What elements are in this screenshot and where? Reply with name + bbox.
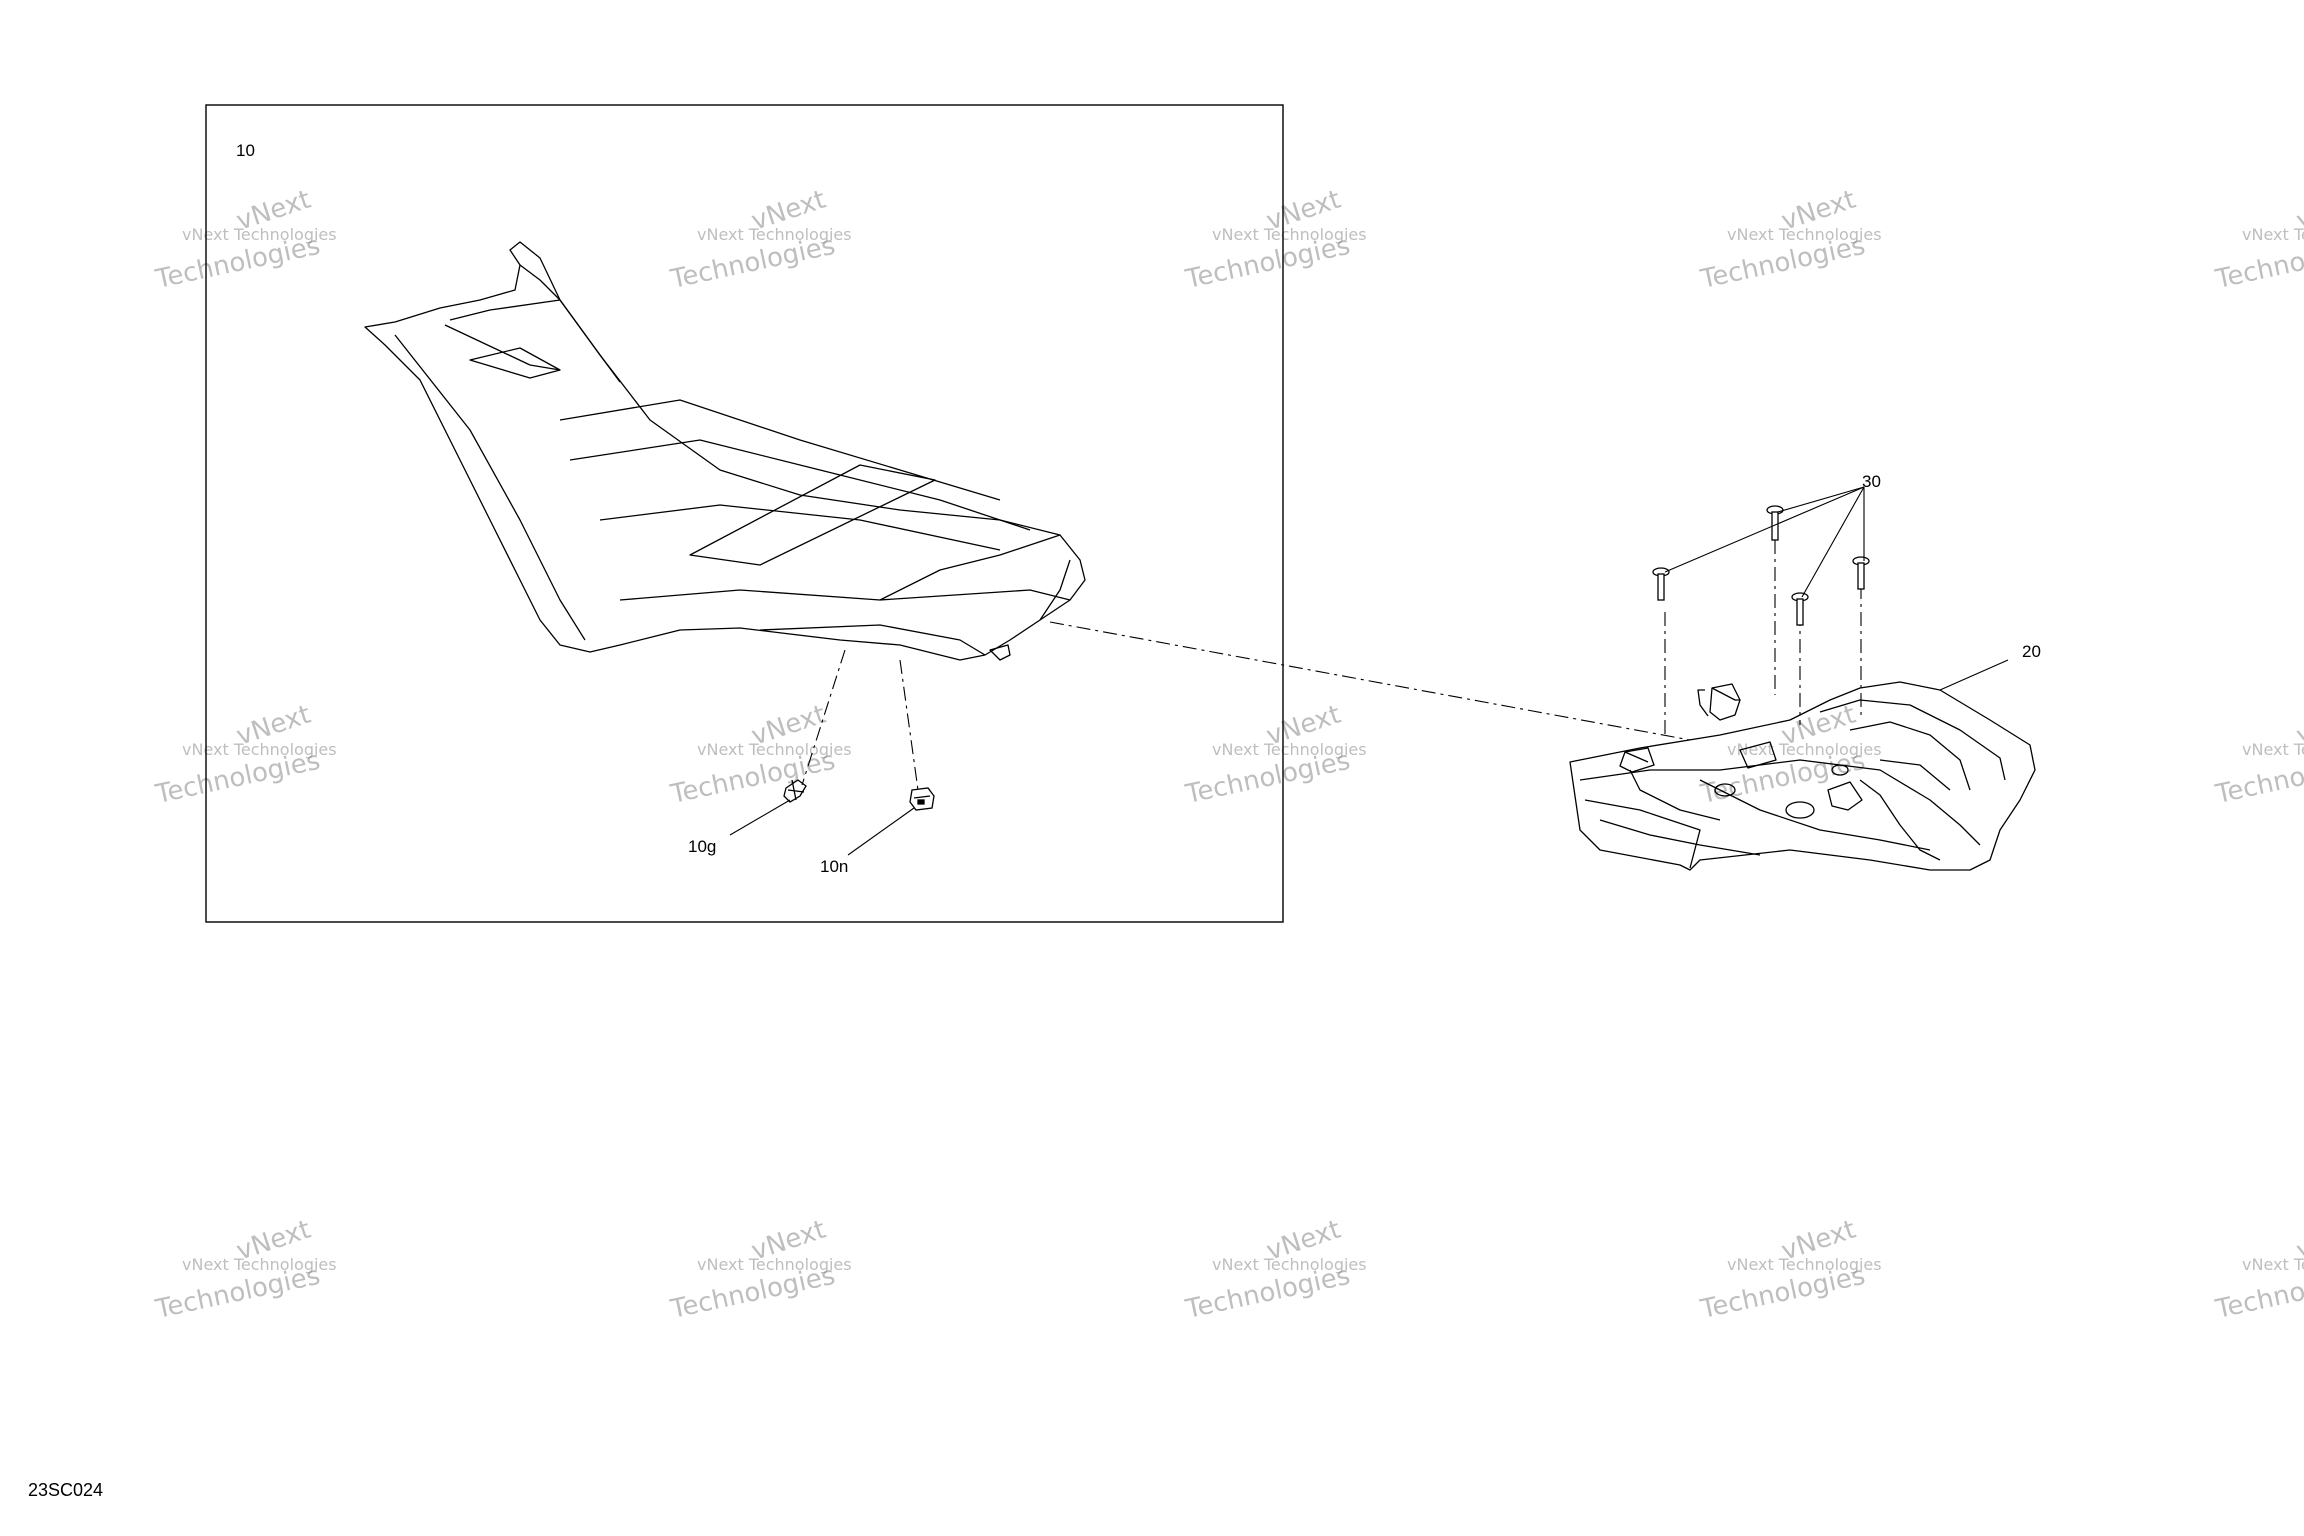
callout-10g: 10g [688, 837, 716, 856]
svg-text:vNext Technologies: vNext Technologies [1212, 1255, 1367, 1274]
svg-text:vNext Technologies: vNext Technologies [2242, 225, 2304, 244]
callout-20: 20 [2022, 642, 2041, 661]
svg-text:vNext Technologies: vNext Technologies [1212, 740, 1367, 759]
seat-group-frame [205, 104, 1284, 923]
svg-text:vNext Technologies: vNext Technologies [697, 740, 852, 759]
svg-text:vNext Technologies: vNext Technologies [697, 225, 852, 244]
svg-text:vNext Technologies: vNext Technologies [1212, 225, 1367, 244]
svg-text:vNext: vNext [2293, 185, 2304, 237]
svg-text:vNext: vNext [2293, 1215, 2304, 1267]
svg-text:vNext Technologies: vNext Technologies [697, 1255, 852, 1274]
svg-text:vNext Technologies: vNext Technologies [2242, 1255, 2304, 1274]
svg-text:vNext Technologies: vNext Technologies [1727, 225, 1882, 244]
callout-10: 10 [236, 141, 255, 160]
screw-3[interactable] [1791, 592, 1809, 626]
svg-text:vNext Technologies: vNext Technologies [2242, 740, 2304, 759]
clip-10g[interactable] [783, 779, 807, 803]
nut-10n[interactable] [909, 787, 935, 811]
svg-text:vNext Technologies: vNext Technologies [182, 225, 337, 244]
screws-30[interactable] [1652, 505, 1870, 626]
svg-text:vNext Technologies: vNext Technologies [182, 1255, 337, 1274]
rack-drawing[interactable] [1569, 681, 2036, 871]
svg-text:vNext Technologies: vNext Technologies [182, 740, 337, 759]
drawing-code: 23SC024 [28, 1480, 104, 1500]
svg-text:vNext Technologies: vNext Technologies [1727, 740, 1882, 759]
screw-4[interactable] [1852, 556, 1870, 590]
callout-30: 30 [1862, 472, 1881, 491]
callout-10n: 10n [820, 857, 848, 876]
callout-leaders [729, 486, 2009, 856]
screw-1[interactable] [1652, 567, 1670, 601]
leader-lines [801, 540, 1862, 791]
seat-drawing[interactable] [364, 241, 1086, 661]
svg-text:vNext Technologies: vNext Technologies [1727, 1255, 1882, 1274]
svg-text:vNext: vNext [2293, 700, 2304, 752]
